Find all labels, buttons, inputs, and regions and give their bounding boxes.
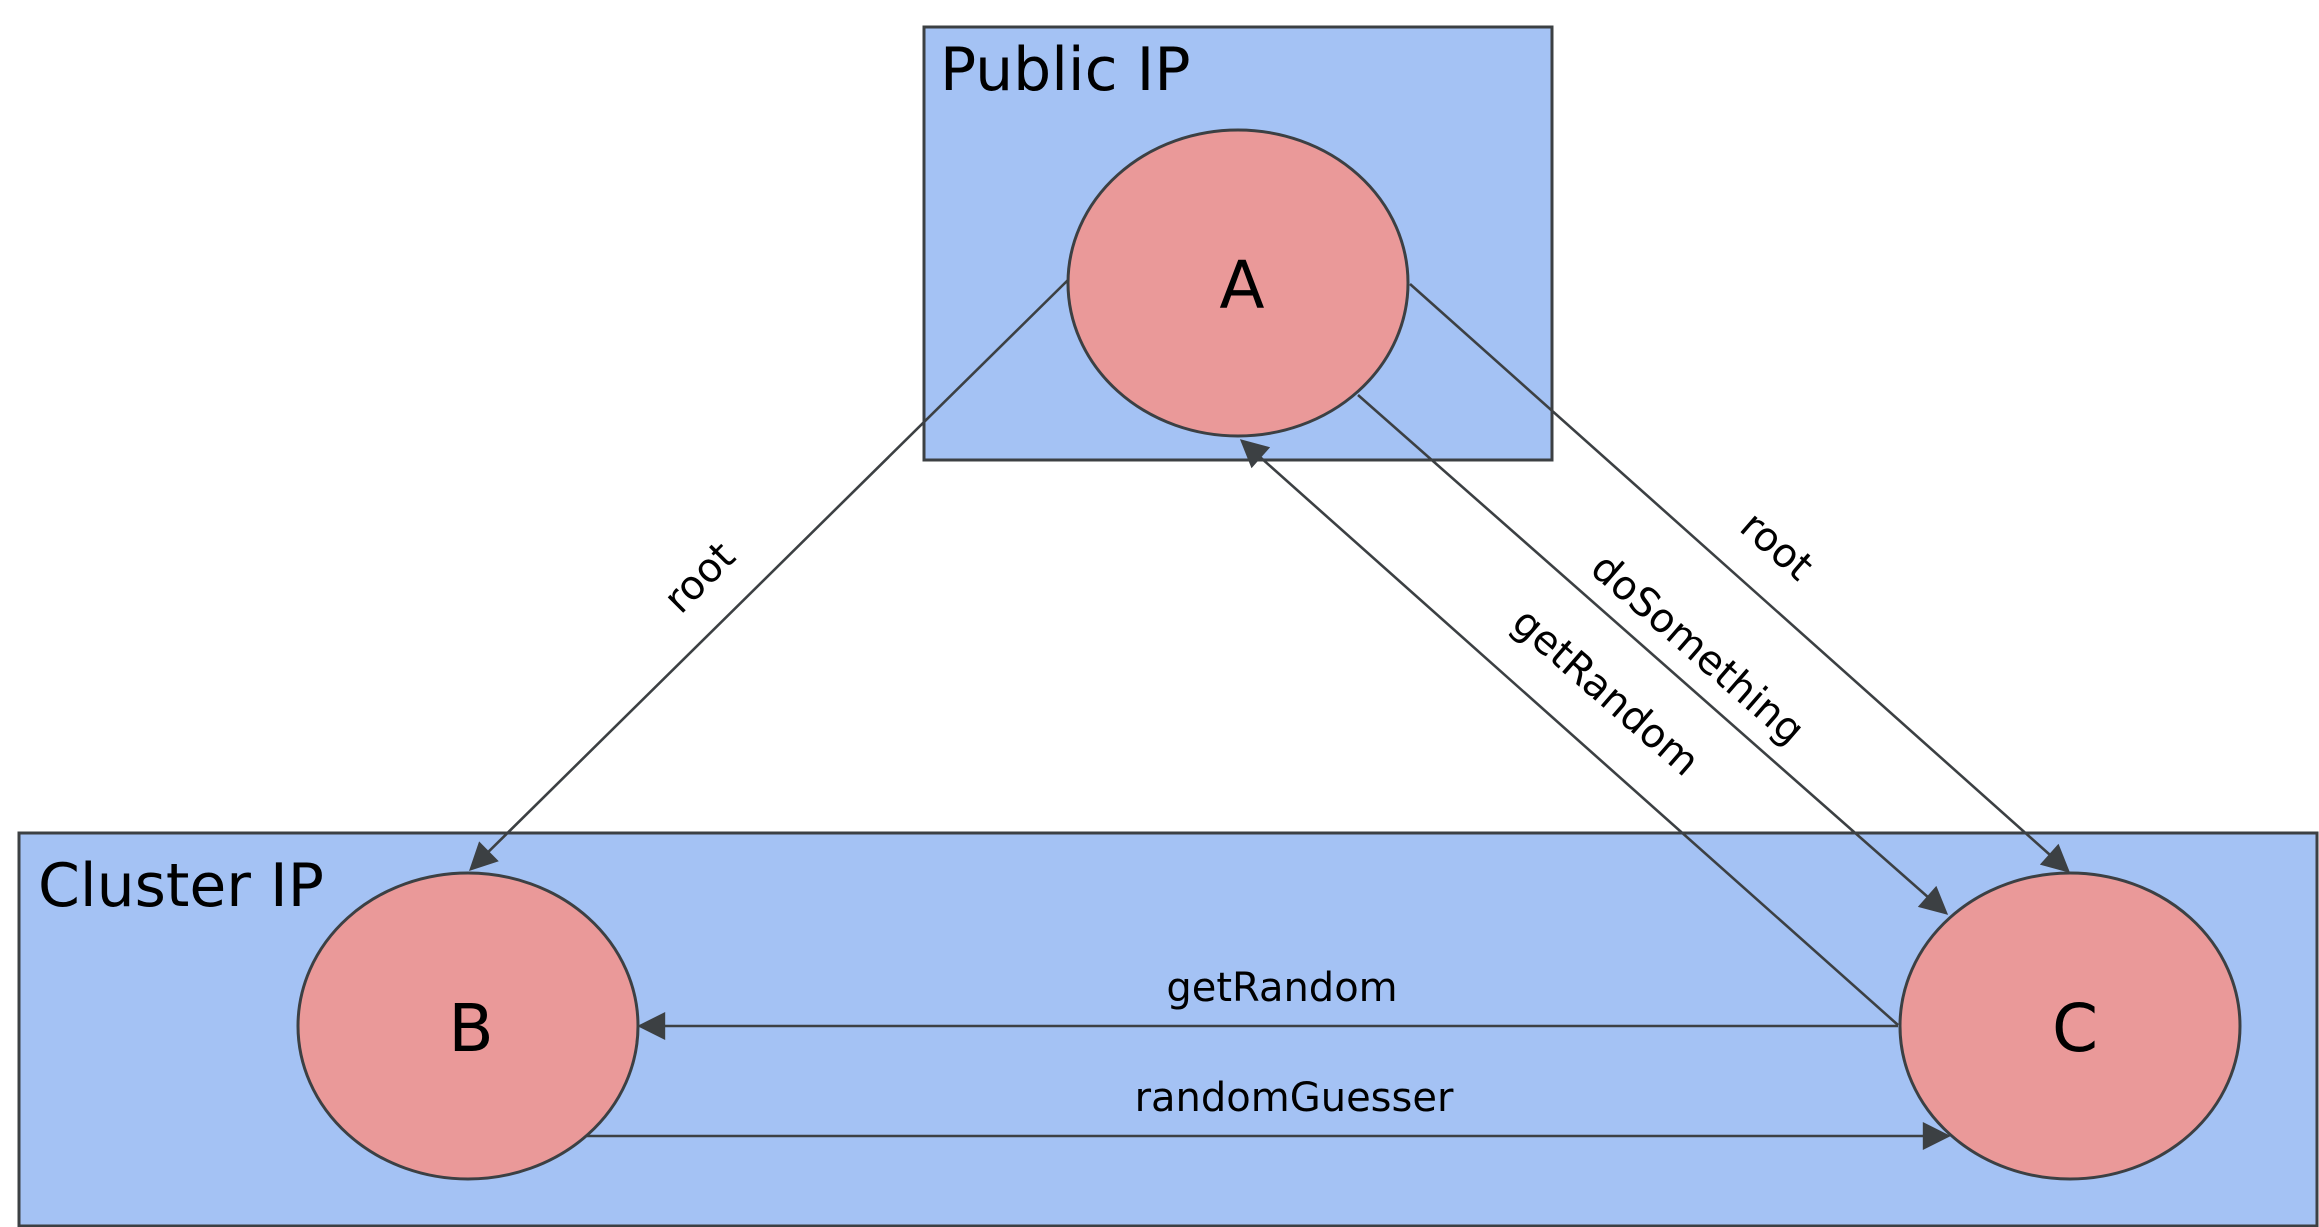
node-a-label: A <box>1219 247 1264 324</box>
edge-label-a-to-b: root <box>655 533 744 622</box>
node-c: C <box>1898 871 2242 1181</box>
edge-label-b-to-c-randomguesser: randomGuesser <box>1135 1075 1454 1121</box>
edge-c-to-a-getrandom <box>1239 439 1899 1026</box>
cluster-ip-zone-title: Cluster IP <box>38 851 324 921</box>
node-b-label: B <box>448 990 493 1067</box>
edge-a-to-c-root <box>1409 283 2071 873</box>
public-ip-zone-title: Public IP <box>940 35 1191 105</box>
edge-label-c-to-b-getrandom: getRandom <box>1166 965 1397 1011</box>
node-b-ellipse <box>296 871 640 1181</box>
edges <box>469 279 2071 1150</box>
node-c-label: C <box>2052 990 2098 1067</box>
edge-label-a-to-c-root: root <box>1731 503 1822 590</box>
edge-a-to-b <box>469 279 1069 871</box>
node-b: B <box>296 871 640 1181</box>
node-a: A <box>1066 128 1410 438</box>
node-a-ellipse <box>1066 128 1410 438</box>
node-c-ellipse <box>1898 871 2242 1181</box>
edge-a-to-c-dosomething <box>1357 394 1949 915</box>
